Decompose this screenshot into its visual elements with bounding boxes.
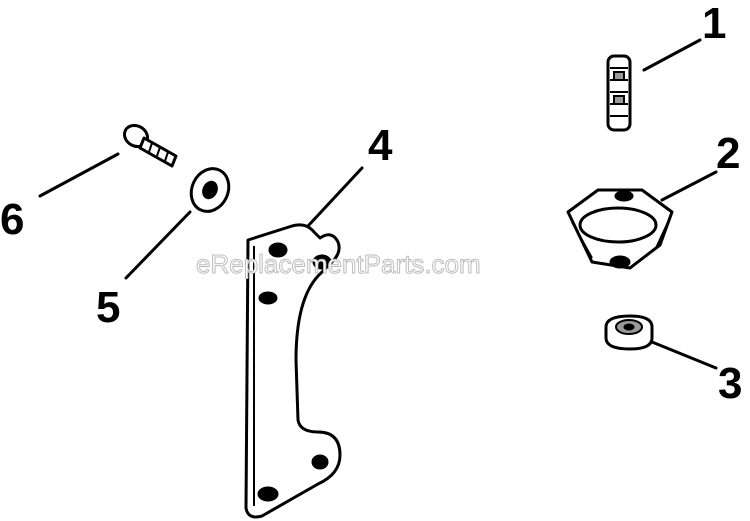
leader-line-1 [642, 38, 702, 72]
part-3-nut[interactable] [604, 314, 654, 351]
part-6-screw[interactable] [121, 121, 178, 168]
callout-1: 1 [702, 0, 726, 48]
part-4-bracket[interactable] [244, 223, 342, 519]
leader-line-4 [306, 166, 364, 228]
callout-4: 4 [368, 121, 393, 170]
leader-line-5 [124, 210, 192, 280]
part-1-stud[interactable] [606, 54, 632, 132]
leader-line-6 [38, 152, 120, 198]
callout-5: 5 [96, 283, 120, 332]
leader-line-2 [660, 170, 718, 202]
callout-6: 6 [0, 195, 24, 244]
leader-line-3 [650, 340, 718, 370]
watermark-text: eReplacementParts.com [196, 249, 481, 279]
callout-2: 2 [716, 129, 740, 178]
callout-3: 3 [718, 359, 742, 408]
part-2-flange[interactable] [566, 188, 674, 270]
part-5-washer[interactable] [184, 162, 235, 217]
